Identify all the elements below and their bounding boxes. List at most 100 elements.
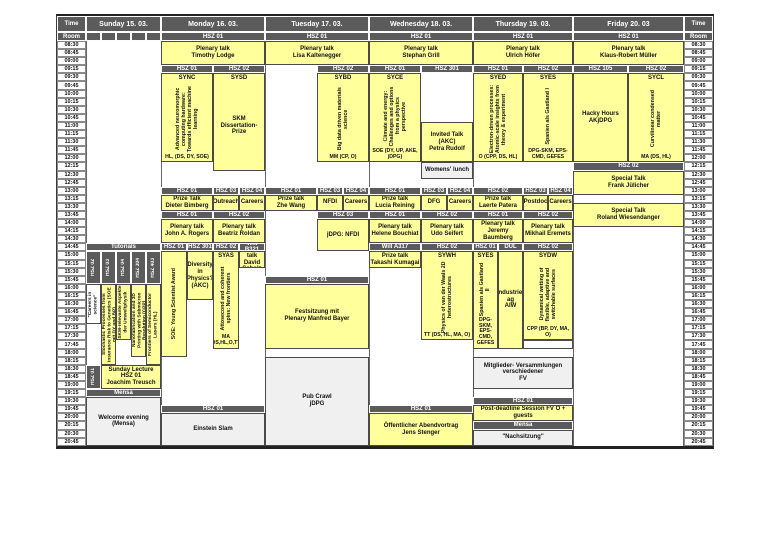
room-header-hsz02: HSZ 02 bbox=[213, 210, 265, 220]
room-row-label: HSZ 01 bbox=[306, 33, 328, 40]
cell-body: SOE: Young Scientist Award bbox=[162, 252, 186, 355]
cell-body: Pub Crawl jDPG bbox=[266, 358, 368, 445]
cell-body: Diversity in Physics? (AKC) bbox=[188, 252, 212, 299]
cell-body: Careers bbox=[549, 196, 572, 210]
dfg-session: DFG bbox=[421, 194, 447, 211]
cell-body: Einstein Slam bbox=[162, 414, 264, 444]
cell-text: "Careers in science" bbox=[88, 291, 99, 317]
time-cell: 18:45 bbox=[684, 372, 713, 381]
cell-text: Careers bbox=[448, 199, 472, 206]
time-cell-label: 11:00 bbox=[64, 122, 79, 129]
plenary-mikhail-eremets: Plenary talk Mikhail Eremets bbox=[523, 219, 573, 244]
session-code: SYWH bbox=[438, 253, 456, 260]
industrietag-aiw: Industriet ag AIW bbox=[498, 251, 523, 349]
room-header-hsz105: HSZ 105 bbox=[573, 65, 628, 74]
room-header-hsz01-sunday: HSZ 01 bbox=[86, 364, 101, 390]
time-cell: 14:30 bbox=[57, 235, 86, 244]
cell-text: Post-deadline Session FV O + guests bbox=[480, 406, 566, 420]
time-cell: 13:30 bbox=[684, 202, 713, 211]
time-cell: 19:30 bbox=[57, 397, 86, 406]
room-row-thu: HSZ 01 bbox=[473, 32, 573, 41]
cell-body: Mitglieder- Versammlungen verschiedener … bbox=[474, 358, 572, 388]
header-label: HSZ 01 bbox=[280, 187, 302, 194]
day-header-wed: Wednesday 18. 03. bbox=[369, 16, 473, 32]
time-cell-label: 19:45 bbox=[691, 406, 706, 413]
header-label: HSZ 02 bbox=[537, 244, 559, 251]
header-label: HSZ 403 bbox=[150, 257, 156, 278]
cell-body: Special Talk Roland Wiesendanger bbox=[574, 204, 683, 226]
header-label: HSZ 04 bbox=[120, 259, 126, 277]
time-cell: 09:45 bbox=[57, 81, 86, 90]
time-cell: 17:00 bbox=[684, 316, 713, 325]
festsitzung-manfred-bayer: Festsitzung mit Plenary Manfred Bayer bbox=[265, 283, 369, 349]
time-cell: 18:00 bbox=[57, 348, 86, 357]
sunday-lecture: Sunday Lecture HSZ 01 Joachim Treusch bbox=[101, 364, 161, 390]
time-cell: 16:00 bbox=[684, 283, 713, 292]
room-row-label: HSZ 01 bbox=[202, 33, 224, 40]
time-cell-label: 16:30 bbox=[64, 301, 79, 308]
time-cell: 12:00 bbox=[57, 154, 86, 163]
time-cell: 14:15 bbox=[57, 227, 86, 236]
room-header-duel: DÜL bbox=[498, 243, 523, 252]
time-cell-label: 17:15 bbox=[691, 325, 706, 332]
plenary-ulrich-hoefer: Plenary talk Ulrich Höfer bbox=[473, 41, 573, 66]
time-cell: 15:45 bbox=[684, 275, 713, 284]
cell-body: Prize talk Takashi Kumagai bbox=[370, 252, 420, 266]
plenary-helene-bouchiat: Plenary talk Helene Bouchiat bbox=[369, 219, 421, 244]
time-cell: 09:45 bbox=[684, 81, 713, 90]
cell-text: Prize talk David Scholz bbox=[242, 252, 261, 267]
cell-body: "Careers in science" bbox=[87, 285, 100, 323]
careers-session: Careers bbox=[548, 194, 573, 211]
room-header-hsz03: HSZ 03 bbox=[317, 210, 369, 220]
room-header-hsz02: HSZ 02 bbox=[573, 162, 684, 171]
room-header-hsz04: HSZ 04 bbox=[343, 186, 369, 195]
cell-body: Plenary talk Mikhail Eremets bbox=[524, 220, 572, 242]
time-cell: 12:00 bbox=[684, 154, 713, 163]
header-label: HSZ 01 bbox=[176, 187, 198, 194]
time-cell-label: 09:00 bbox=[691, 58, 706, 65]
room-header-hsz01: HSZ 01 bbox=[161, 405, 265, 414]
time-cell: 16:45 bbox=[684, 308, 713, 317]
cell-body: Prize talk Zhe Wang bbox=[266, 196, 316, 210]
room-header-hsz01: HSZ 01 bbox=[161, 186, 213, 195]
time-cell: 11:00 bbox=[57, 121, 86, 131]
time-cell: 15:30 bbox=[684, 267, 713, 276]
organizer-label: HL, (DS, DY, SOE) bbox=[165, 153, 209, 160]
time-cell-label: 10:45 bbox=[64, 114, 79, 121]
cell-text: jDPG: NFDI bbox=[326, 231, 360, 238]
time-cell-label: 08:30 bbox=[691, 42, 706, 49]
cell-body: Frontiers of Semiconductor Lasers (HL) bbox=[147, 285, 160, 364]
room-header-hsz02: HSZ 02 bbox=[213, 243, 239, 252]
time-cell: 16:15 bbox=[57, 291, 86, 300]
header-label: HSZ 01 bbox=[512, 398, 534, 405]
room-header-hsz01: HSZ 01 bbox=[265, 275, 369, 284]
time-cell: 09:15 bbox=[684, 65, 713, 74]
time-cell: 13:15 bbox=[684, 194, 713, 203]
time-cell-label: 13:00 bbox=[64, 187, 79, 194]
cell-body: Outreach bbox=[214, 196, 238, 210]
cell-body: jDPG: NFDI bbox=[318, 220, 368, 250]
header-label: HSZ 03 bbox=[215, 187, 237, 194]
time-cell-label: 11:15 bbox=[64, 131, 79, 138]
session-code: SYNC bbox=[178, 75, 196, 82]
cell-body: Invited Talk (AKC) Petra Rudolf bbox=[422, 123, 472, 161]
time-cell: 13:00 bbox=[57, 186, 86, 195]
time-cell: 13:15 bbox=[57, 194, 86, 203]
time-cell-label: 16:45 bbox=[691, 309, 706, 316]
time-cell: 09:00 bbox=[684, 57, 713, 66]
time-cell-label: 18:30 bbox=[64, 365, 79, 372]
time-cell-label: 10:45 bbox=[691, 114, 706, 121]
cell-text: SOE: Young Scientist Award bbox=[170, 268, 177, 340]
plenary-udo-seifert: Plenary talk Udo Seifert bbox=[421, 219, 473, 244]
day-header-label: Sunday 15. 03. bbox=[99, 20, 148, 28]
einstein-slam: Einstein Slam bbox=[161, 413, 265, 446]
room-header-hsz04: HSZ 04 bbox=[548, 186, 573, 195]
cell-text: Festsitzung mit Plenary Manfred Bayer bbox=[284, 309, 350, 323]
time-cell: 15:15 bbox=[684, 259, 713, 268]
time-cell-label: 20:00 bbox=[691, 414, 706, 421]
cell-body: Special Talk Frank Jülicher bbox=[574, 172, 683, 194]
room-header-hsz02: HSZ 02 bbox=[421, 243, 473, 252]
time-cell: 09:15 bbox=[57, 65, 86, 74]
cell-text: Prize talk Takashi Kumagai bbox=[370, 252, 420, 266]
